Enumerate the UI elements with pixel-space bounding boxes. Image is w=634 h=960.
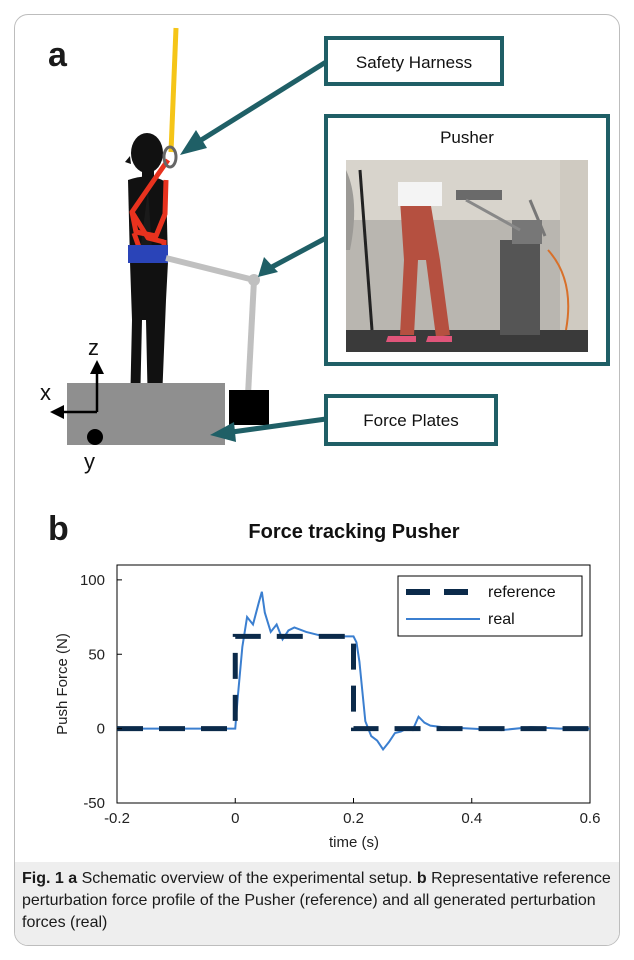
panel-a-label: a <box>48 36 68 74</box>
waist-belt <box>128 245 168 263</box>
pusher-photo <box>346 160 588 352</box>
pusher-joint <box>248 274 260 286</box>
callout-pusher-label: Pusher <box>440 128 494 147</box>
legend: reference real <box>397 575 583 637</box>
harness-ring <box>162 145 178 169</box>
caption-part-b: b <box>416 870 427 887</box>
x-tick-label: 0.6 <box>580 810 601 827</box>
callout-safety-harness-label: Safety Harness <box>356 53 472 72</box>
series-group <box>117 591 590 752</box>
caption-background <box>15 862 619 945</box>
series-line-real <box>117 591 590 752</box>
harness-arrow-line <box>196 59 328 145</box>
pusher-arm <box>165 255 257 396</box>
legend-box <box>397 575 583 637</box>
x-axis-label: time (s) <box>329 834 379 851</box>
x-tick-label: -0.2 <box>104 810 130 827</box>
x-tick-label: 0.2 <box>343 810 364 827</box>
series-line-reference <box>117 633 590 732</box>
caption-text-a: Schematic overview of the experimental s… <box>77 870 417 887</box>
panel-a-schematic: a z x y Safety Harness <box>40 27 610 474</box>
axis-z-label: z <box>88 335 99 360</box>
axis-y-label: y <box>84 449 95 474</box>
caption-fig-label: Fig. 1 <box>22 870 64 887</box>
callout-force-plates-label: Force Plates <box>363 411 458 430</box>
person-silhouette <box>125 133 168 422</box>
y-tick-label: 50 <box>88 646 105 663</box>
caption-text-b: Representative reference perturbation fo… <box>22 870 611 931</box>
panel-b-label: b <box>48 510 69 548</box>
safety-rope <box>168 27 179 153</box>
legend-real-label: real <box>488 611 515 628</box>
x-tick-label: 0 <box>231 810 239 827</box>
callout-safety-harness <box>324 36 504 86</box>
pusher-arrow-line <box>268 235 328 271</box>
chart-title: Force tracking Pusher <box>248 521 459 543</box>
harness-arrow-head <box>180 130 207 155</box>
axis-ticks: -0.2 0 0.2 0.4 0.6 -50 0 50 100 <box>80 572 600 827</box>
y-tick-label: -50 <box>83 795 105 812</box>
caption-part-a: a <box>68 870 78 887</box>
legend-reference-label: reference <box>488 584 556 601</box>
y-axis-label: Push Force (N) <box>54 633 71 735</box>
coordinate-axes <box>50 360 104 445</box>
y-tick-label: 100 <box>80 572 105 589</box>
panel-b-chart: b Force tracking Pusher -0.2 0 0.2 0.4 0.6 -5… <box>48 510 600 851</box>
plates-arrow-line <box>231 416 327 435</box>
figure-frame <box>14 14 620 946</box>
y-tick-label: 0 <box>97 721 105 738</box>
plates-arrow-head <box>210 422 236 442</box>
pusher-base <box>229 390 269 425</box>
x-tick-label: 0.4 <box>461 810 482 827</box>
figure-caption: Fig. 1 a Schematic overview of the exper… <box>22 868 612 934</box>
pusher-arrow-head <box>258 257 278 277</box>
axis-x-label: x <box>40 380 51 405</box>
